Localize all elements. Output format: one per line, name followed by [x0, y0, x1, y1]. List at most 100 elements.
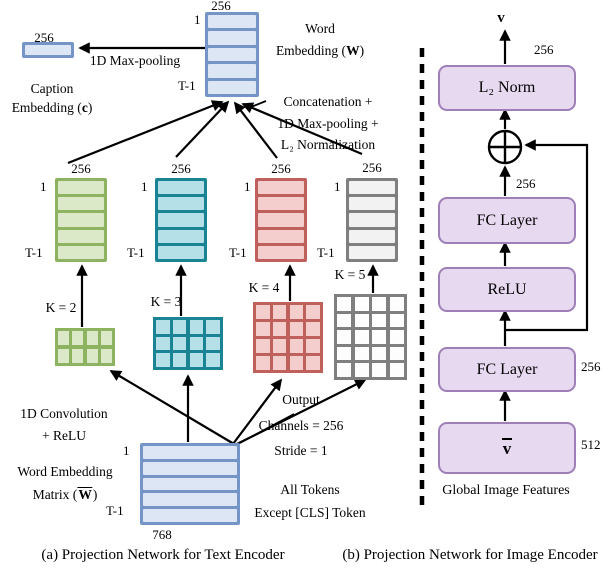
kernel-cell — [256, 322, 270, 336]
kernel-cell — [206, 353, 220, 367]
stack-k4-last: T-1 — [229, 245, 247, 260]
matrix-row — [158, 213, 204, 227]
kernel-cell — [337, 297, 352, 311]
concat-annotation: Concatenation + 1D Max-pooling + L₂ Norm… — [277, 94, 379, 152]
kernel-cell — [172, 320, 187, 334]
kernel-cell — [256, 305, 270, 319]
kernel-cell — [206, 320, 220, 334]
matrix-row — [349, 181, 395, 195]
kernel-cell — [337, 363, 352, 377]
kernel-cell — [306, 322, 320, 336]
kernel-cell — [337, 313, 352, 328]
matrix-last-row: T-1 — [106, 503, 124, 518]
kernel-k4-label: K = 4 — [248, 280, 280, 295]
w-matrix-dim: 256 — [211, 0, 231, 13]
input-vector-box: v — [438, 422, 576, 474]
tokens-annotation: All Tokens Except [CLS] Token — [254, 482, 366, 520]
kernel-cell — [389, 346, 404, 361]
kernel-cell — [100, 348, 112, 363]
w-matrix-last-row: T-1 — [178, 78, 196, 93]
matrix-row — [158, 229, 204, 243]
matrix-label: Word Embedding Matrix (W) — [17, 464, 113, 502]
kernel-cell — [354, 297, 369, 311]
conv-kernel-k4 — [253, 302, 323, 373]
feature-stack-k5 — [346, 178, 398, 262]
stack-k3-first: 1 — [141, 179, 148, 194]
kernel-cell — [389, 313, 404, 328]
matrix-row — [58, 245, 104, 260]
kernel-cell — [256, 356, 270, 370]
kernel-cell — [86, 331, 98, 346]
fc-layer-1-box: FC Layer — [438, 197, 576, 244]
matrix-row — [349, 229, 395, 243]
matrix-row — [208, 31, 256, 45]
kernel-cell — [372, 346, 387, 361]
output-dim-label: 256 — [534, 42, 554, 57]
kernel-cell — [372, 313, 387, 328]
matrix-row — [143, 509, 237, 522]
stack-k2-to-w-arrow — [67, 100, 224, 165]
caption-panel-a: (a) Projection Network for Text Encoder — [41, 547, 285, 563]
concat-leader-line — [250, 100, 267, 108]
matrix-row — [258, 229, 304, 243]
feature-stack-k3 — [155, 178, 207, 262]
matrix-row — [158, 181, 204, 195]
kernel-cell — [389, 330, 404, 344]
caption-embedding-box — [22, 42, 74, 58]
stack-k2-dim: 256 — [71, 161, 91, 176]
matrix-row — [58, 229, 104, 243]
fc-layer-2-box: FC Layer — [438, 347, 576, 392]
conv-kernel-k5 — [334, 294, 407, 380]
matrix-row — [25, 45, 71, 55]
fc2-dim-label: 256 — [581, 359, 601, 374]
stack-k2-first: 1 — [40, 179, 47, 194]
matrix-first-row: 1 — [123, 443, 130, 458]
matrix-row — [349, 197, 395, 211]
kernel-cell — [272, 322, 287, 336]
matrix-row — [208, 64, 256, 78]
kernel-cell — [289, 356, 304, 370]
conv-kernel-k3 — [153, 317, 223, 370]
kernel-cell — [256, 339, 270, 353]
relu-box: ReLU — [438, 267, 576, 312]
kernel-cell — [372, 330, 387, 344]
conv-annotation: 1D Convolution + ReLU — [20, 406, 108, 443]
caption-embedding-dim: 256 — [34, 30, 54, 45]
kernel-cell — [206, 336, 220, 351]
kernel-cell — [306, 305, 320, 319]
matrix-row — [258, 245, 304, 260]
matrix-row — [143, 477, 237, 491]
kernel-cell — [86, 348, 98, 363]
input-dim-label: 512 — [581, 437, 601, 452]
kernel-cell — [389, 363, 404, 377]
matrix-row — [158, 245, 204, 260]
matrix-row — [208, 47, 256, 62]
kernel-cell — [72, 331, 84, 346]
kernel-cell — [354, 330, 369, 344]
residual-connection — [505, 139, 589, 332]
matrix-row — [258, 197, 304, 211]
residual-add-icon — [487, 129, 523, 165]
word-embedding-matrix — [205, 12, 259, 97]
kernel-cell — [372, 297, 387, 311]
stack-k5-last: T-1 — [317, 245, 335, 260]
kernel-cell — [389, 297, 404, 311]
kernel-cell — [172, 336, 187, 351]
stack-k3-dim: 256 — [171, 161, 191, 176]
kernel-cell — [337, 346, 352, 361]
word-embedding-label: Word Embedding (W) — [275, 21, 365, 58]
matrix-row — [258, 181, 304, 195]
kernel-cell — [72, 348, 84, 363]
kernel-k3-label: K = 3 — [150, 294, 182, 309]
kernel-cell — [172, 353, 187, 367]
matrix-row — [143, 446, 237, 459]
matrix-row — [143, 461, 237, 475]
kernel-cell — [189, 353, 204, 367]
stack-k3-last: T-1 — [127, 245, 145, 260]
stack-k5-dim: 256 — [362, 160, 382, 175]
kernel-cell — [354, 346, 369, 361]
kernel-cell — [272, 305, 287, 319]
maxpool-label: 1D Max-pooling — [89, 53, 181, 68]
